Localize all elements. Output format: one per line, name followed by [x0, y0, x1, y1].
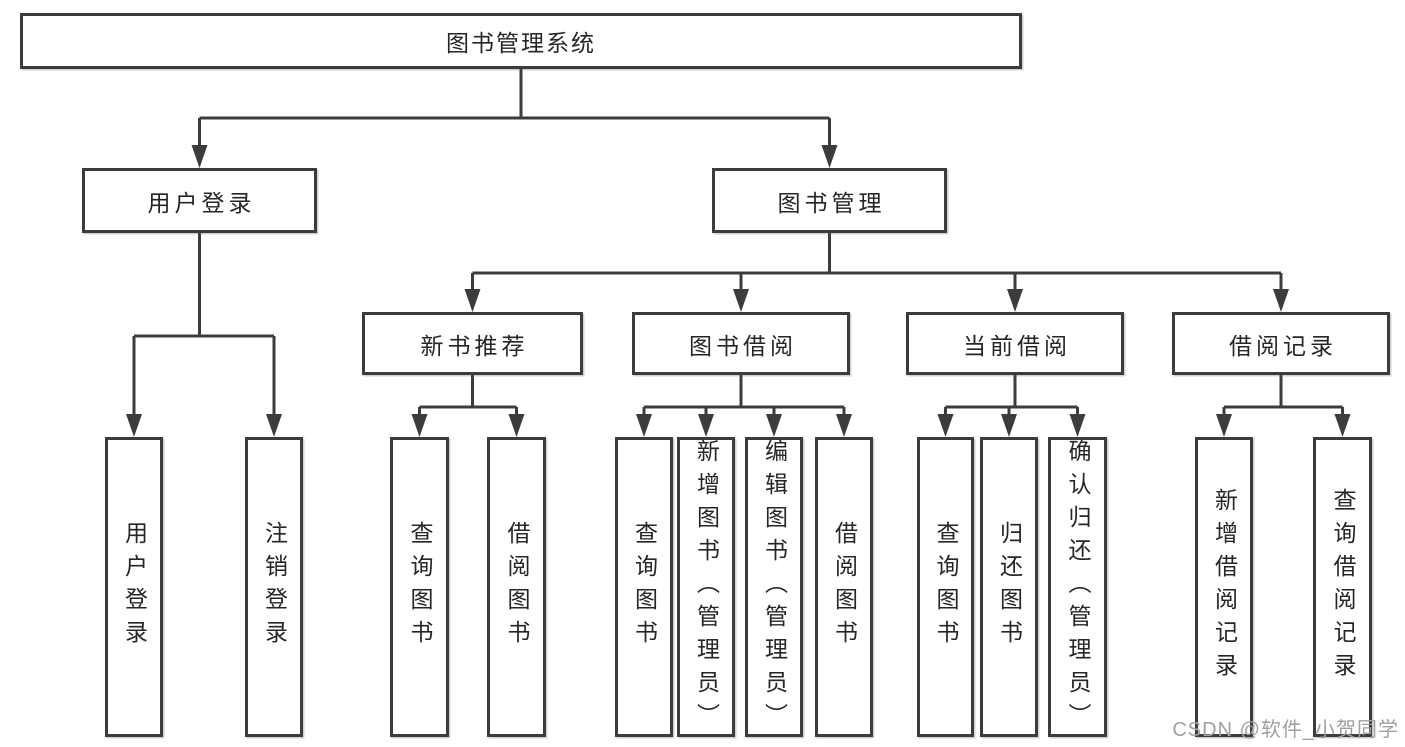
node-borrow-records-label: 借阅记录 [1229, 332, 1337, 359]
watermark: CSDN @软件_小贺同学 [1172, 719, 1399, 741]
leaf-user-login-label: 用户登录 [121, 521, 148, 653]
node-root: 图书管理系统 [20, 13, 1022, 69]
leaf-query-borrow-record-label: 查询借阅记录 [1330, 488, 1356, 686]
node-book-borrow-label: 图书借阅 [689, 332, 797, 359]
node-new-book-recommend-label: 新书推荐 [420, 332, 529, 359]
connector-new-book-to-leaves [411, 375, 525, 437]
node-current-borrow-label: 当前借阅 [963, 332, 1071, 359]
leaf-confirm-return-admin: 确认归还（管理员） [1048, 437, 1107, 737]
leaf-return-book: 归还图书 [980, 437, 1038, 737]
leaf-edit-book-admin: 编辑图书（管理员） [745, 437, 803, 737]
leaf-add-borrow-record: 新增借阅记录 [1195, 437, 1253, 737]
node-book-management: 图书管理 [712, 168, 947, 233]
leaf-query-books-borrow-label: 查询图书 [631, 521, 658, 653]
leaf-query-books-borrow: 查询图书 [615, 437, 673, 737]
node-user-login-label: 用户登录 [147, 189, 256, 216]
leaf-confirm-return-admin-label: 确认归还（管理员） [1065, 438, 1091, 736]
leaf-query-books-recommend: 查询图书 [390, 437, 449, 737]
connector-borrow-records-to-leaves [1216, 375, 1351, 437]
leaf-user-login: 用户登录 [105, 437, 163, 737]
leaf-add-borrow-record-label: 新增借阅记录 [1211, 488, 1238, 686]
leaf-add-book-admin: 新增图书（管理员） [677, 437, 735, 737]
connector-user-login-to-leaves [126, 233, 282, 437]
leaf-query-books-recommend-label: 查询图书 [407, 521, 433, 653]
connector-root-to-branches [191, 69, 838, 168]
leaf-borrow-books-borrow: 借阅图书 [815, 437, 873, 737]
node-current-borrow: 当前借阅 [906, 312, 1124, 375]
leaf-query-books-current-label: 查询图书 [933, 521, 959, 653]
leaf-query-books-current: 查询图书 [917, 437, 974, 737]
node-root-label: 图书管理系统 [446, 30, 596, 56]
node-user-login: 用户登录 [82, 168, 317, 233]
leaf-query-borrow-record: 查询借阅记录 [1313, 437, 1372, 737]
leaf-borrow-books-recommend: 借阅图书 [487, 437, 546, 737]
node-new-book-recommend: 新书推荐 [362, 312, 583, 375]
leaf-return-book-label: 归还图书 [996, 521, 1023, 653]
connector-current-borrow-to-leaves [937, 375, 1086, 437]
node-borrow-records: 借阅记录 [1172, 312, 1390, 375]
leaf-logout-label: 注销登录 [261, 521, 288, 653]
connector-book-borrow-to-leaves [636, 375, 852, 437]
node-book-borrow: 图书借阅 [632, 312, 850, 375]
node-book-management-label: 图书管理 [777, 189, 886, 216]
leaf-borrow-books-borrow-label: 借阅图书 [831, 521, 858, 653]
connector-book-management-to-groups [464, 233, 1289, 312]
leaf-borrow-books-recommend-label: 借阅图书 [504, 521, 530, 653]
leaf-logout: 注销登录 [245, 437, 303, 737]
leaf-add-book-admin-label: 新增图书（管理员） [693, 438, 720, 736]
leaf-edit-book-admin-label: 编辑图书（管理员） [761, 438, 788, 736]
